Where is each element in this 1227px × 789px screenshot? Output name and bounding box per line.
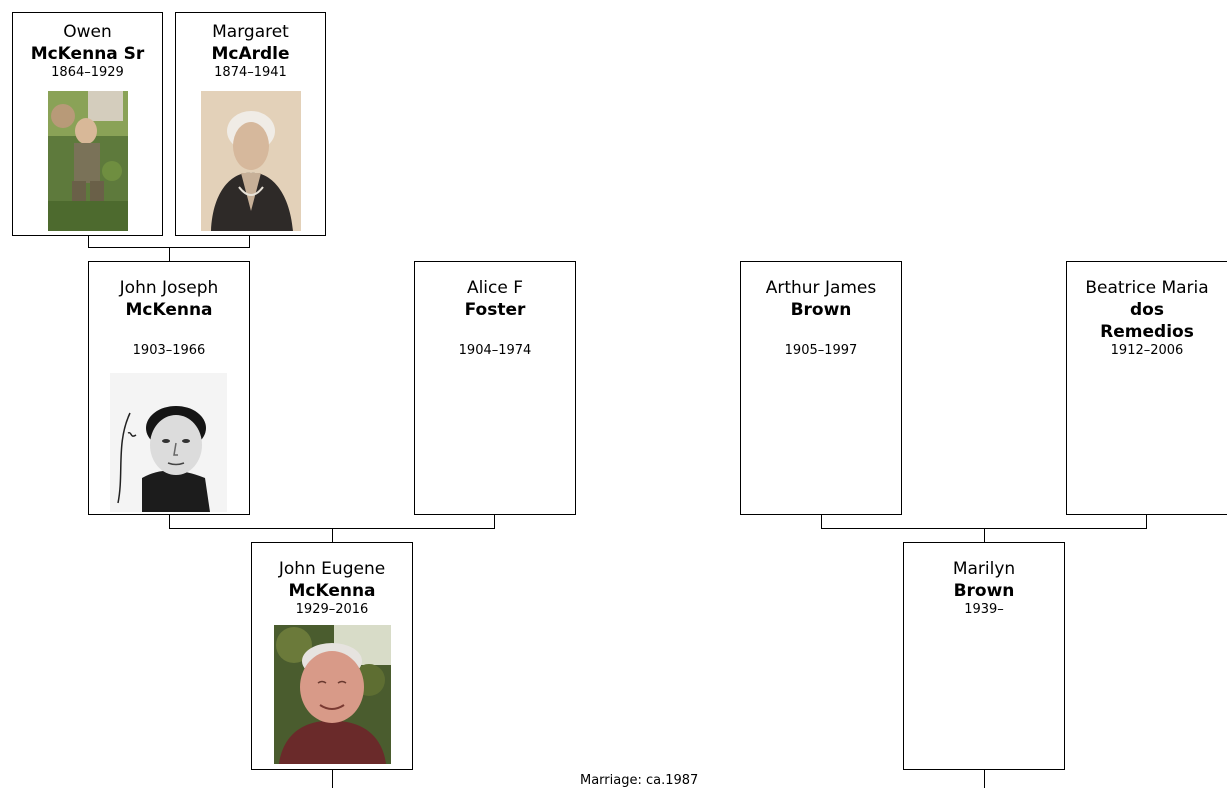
given-name: Owen	[63, 22, 112, 42]
connector-alice-down	[494, 515, 495, 529]
person-card-alice-f-foster[interactable]: Alice F Foster 1904–1974	[414, 261, 576, 515]
given-name: Beatrice Maria	[1085, 278, 1209, 298]
person-card-john-eugene-mckenna[interactable]: John Eugene McKenna 1929–2016	[251, 542, 413, 770]
connector-jj-down	[169, 515, 170, 529]
surname: McKenna Sr	[30, 44, 145, 64]
surname: Brown	[953, 581, 1015, 601]
given-name: Alice F	[466, 278, 524, 298]
connector-beatrice-down	[1146, 515, 1147, 529]
connector-je-down	[332, 769, 333, 788]
connector-gen1-child	[169, 247, 170, 261]
surname-line-1: dos	[1130, 300, 1164, 320]
connector-owen-down	[88, 235, 89, 248]
life-dates: 1903–1966	[132, 343, 206, 358]
life-dates: 1905–1997	[784, 343, 858, 358]
surname: Brown	[790, 300, 852, 320]
life-dates: 1874–1941	[214, 65, 287, 80]
connector-arthur-down	[821, 515, 822, 529]
life-dates: 1939–	[964, 602, 1004, 617]
connector-gen2-left-child	[332, 528, 333, 542]
surname-line-2: Remedios	[1100, 322, 1194, 342]
given-name: John Eugene	[278, 559, 386, 579]
person-card-arthur-james-brown[interactable]: Arthur James Brown 1905–1997	[740, 261, 902, 515]
surname: McArdle	[211, 44, 290, 64]
life-dates: 1929–2016	[295, 602, 369, 617]
given-name: Arthur James	[765, 278, 877, 298]
marriage-label: Marriage: ca.1987	[580, 773, 699, 788]
person-card-owen-mckenna-sr[interactable]: Owen McKenna Sr 1864–1929	[12, 12, 163, 236]
given-name: Marilyn	[952, 559, 1016, 579]
person-card-beatrice-maria-dos-remedios[interactable]: Beatrice Maria dos Remedios 1912–2006	[1066, 261, 1227, 515]
life-dates: 1864–1929	[51, 65, 124, 80]
person-card-marilyn-brown[interactable]: Marilyn Brown 1939–	[903, 542, 1065, 770]
portrait-photo	[48, 91, 128, 231]
given-name: Margaret	[212, 22, 289, 42]
portrait-photo	[110, 373, 227, 512]
person-card-john-joseph-mckenna[interactable]: John Joseph McKenna 1903–1966	[88, 261, 250, 515]
person-card-margaret-mcardle[interactable]: Margaret McArdle 1874–1941	[175, 12, 326, 236]
given-name: John Joseph	[119, 278, 219, 298]
life-dates: 1904–1974	[458, 343, 532, 358]
connector-margaret-down	[249, 235, 250, 248]
connector-marilyn-down	[984, 769, 985, 788]
surname: Foster	[464, 300, 526, 320]
surname: McKenna	[288, 581, 376, 601]
life-dates: 1912–2006	[1110, 343, 1184, 358]
connector-gen2-right-child	[984, 528, 985, 542]
surname: McKenna	[125, 300, 213, 320]
portrait-photo	[274, 625, 391, 764]
portrait-photo	[201, 91, 301, 231]
